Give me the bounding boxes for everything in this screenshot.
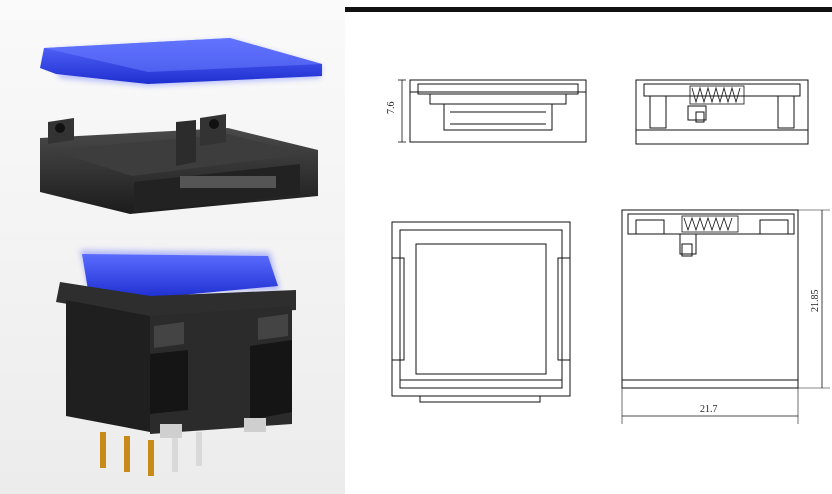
blue-cover-plate xyxy=(40,38,322,86)
side-view-drawing xyxy=(398,79,587,143)
switch-body xyxy=(56,250,296,438)
section-view-drawing xyxy=(635,79,809,145)
dark-frame-housing xyxy=(40,114,318,214)
terminal-pins xyxy=(100,432,202,476)
dimension-width: 21.7 xyxy=(700,404,718,415)
bottom-view-drawing xyxy=(621,209,830,424)
dimension-height: 7.6 xyxy=(386,102,397,115)
product-render-panel xyxy=(0,0,345,494)
header-rule xyxy=(345,7,832,12)
header-bar xyxy=(345,0,832,12)
top-view-drawing xyxy=(391,221,571,403)
exploded-switch-render xyxy=(40,38,322,476)
dimension-depth: 21.85 xyxy=(810,290,821,313)
